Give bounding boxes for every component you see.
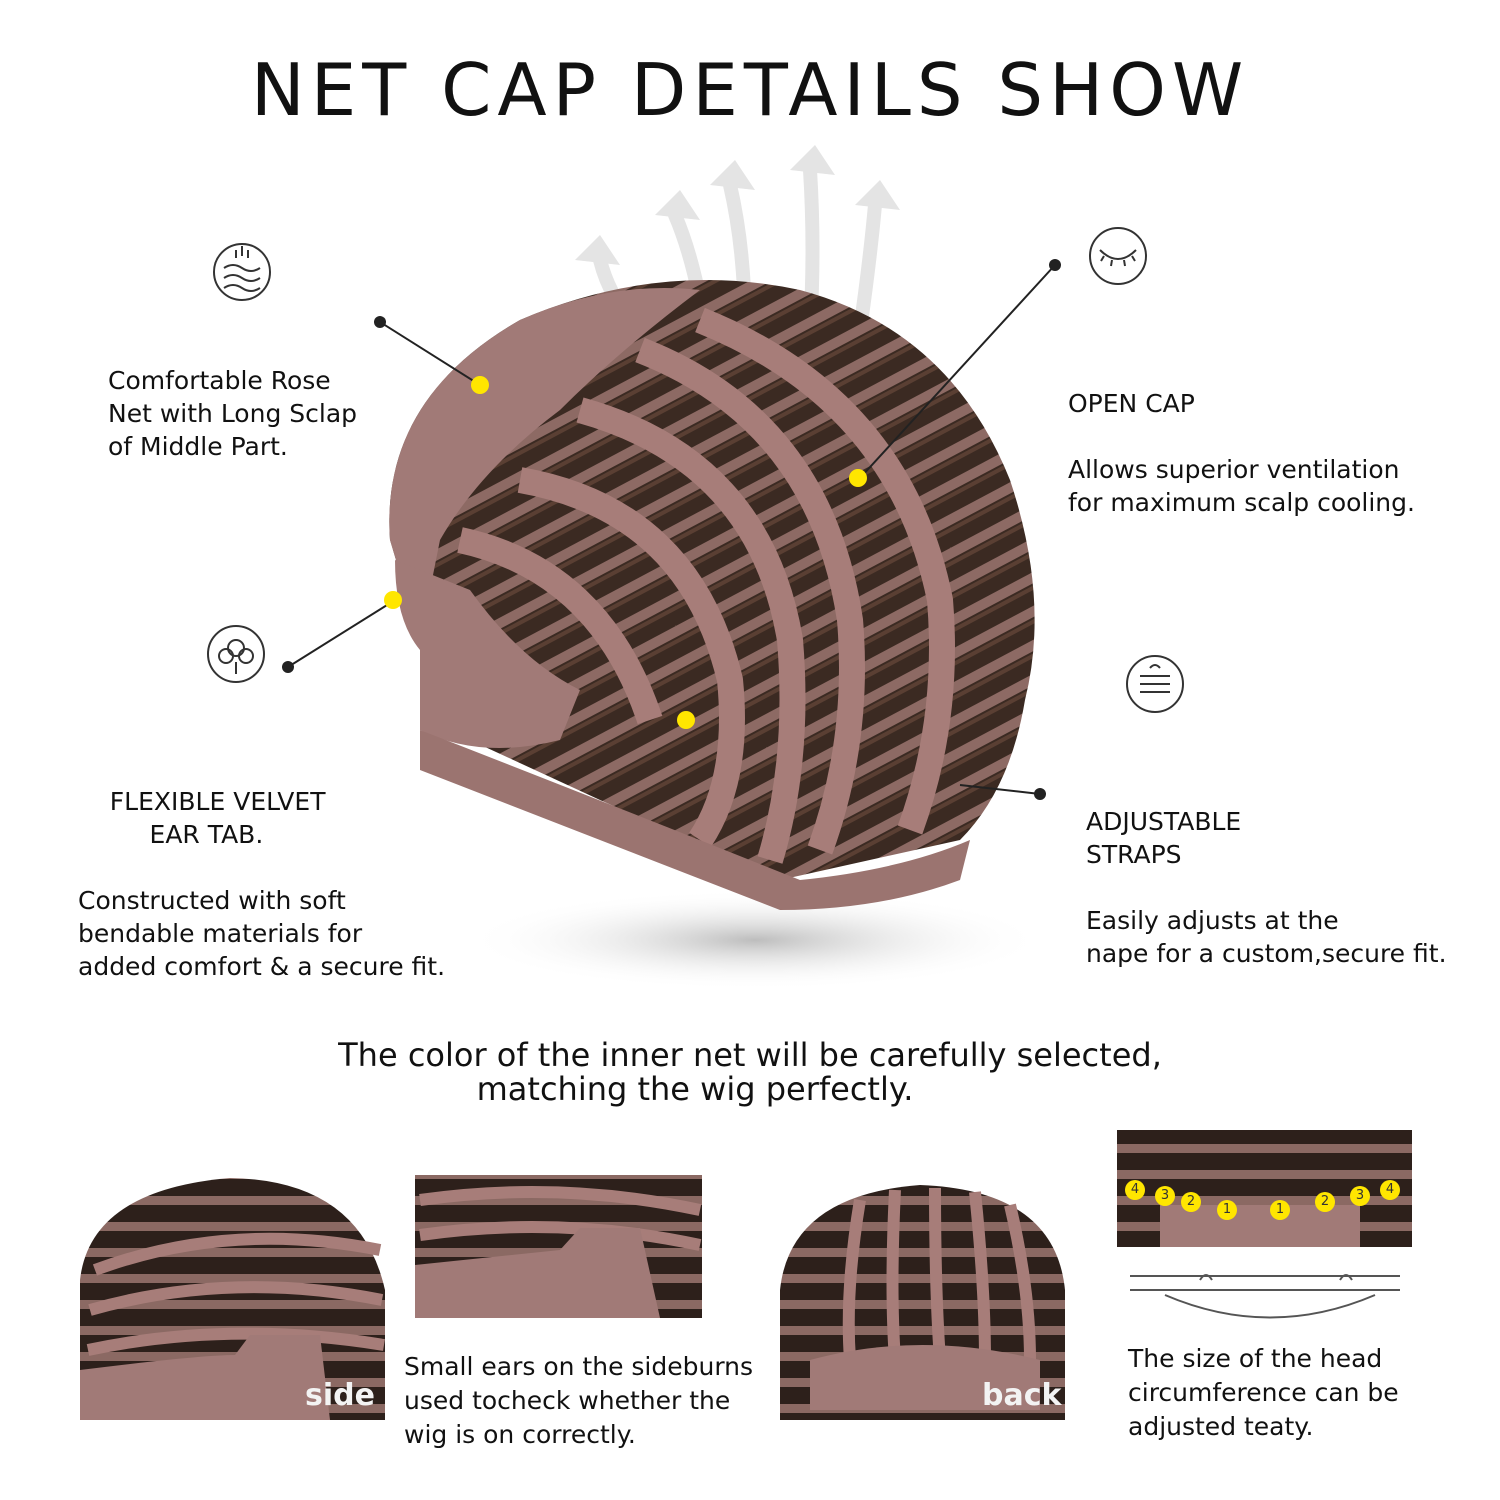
inner-net-note: The color of the inner net will be caref…	[250, 1038, 1250, 1106]
strap-number: 1	[1270, 1200, 1290, 1220]
marker-dot	[677, 711, 695, 729]
eye-mask-icon	[1089, 227, 1147, 285]
callout-straps-body: Easily adjusts at the nape for a custom,…	[1086, 906, 1447, 968]
marker-dot	[849, 469, 867, 487]
strap-diagram	[1130, 1274, 1400, 1319]
breathable-layers-icon	[1126, 655, 1184, 713]
callout-straps: ADJUSTABLE STRAPS Easily adjusts at the …	[1086, 772, 1447, 1003]
cotton-flower-icon	[207, 625, 265, 683]
inner-net-note-line1: The color of the inner net will be caref…	[338, 1036, 1162, 1074]
callout-rose-net: Comfortable Rose Net with Long Sclap of …	[108, 366, 358, 461]
inner-net-note-line2: matching the wig perfectly.	[476, 1070, 914, 1108]
callout-ear-tab-title: FLEXIBLE VELVET EAR TAB.	[109, 787, 326, 849]
strap-number: 4	[1125, 1180, 1145, 1200]
callout-ear-tab-body: Constructed with soft bendable materials…	[78, 886, 446, 981]
strap-number: 3	[1155, 1186, 1175, 1206]
back-label: back	[982, 1378, 1062, 1413]
marker-dot	[384, 591, 402, 609]
strap-number: 1	[1217, 1200, 1237, 1220]
thumbnail-side	[80, 1178, 385, 1420]
page-title: NET CAP DETAILS SHOW	[250, 48, 1250, 132]
thumbnail-back	[780, 1185, 1065, 1420]
callout-open-cap-title: OPEN CAP	[1068, 389, 1195, 418]
callout-straps-title: ADJUSTABLE STRAPS	[1086, 807, 1242, 869]
nape-band	[420, 730, 970, 910]
caption-head-size: The size of the head circumference can b…	[1128, 1344, 1399, 1441]
callout-ear-tab: FLEXIBLE VELVET EAR TAB. Constructed wit…	[78, 752, 445, 1016]
side-label: side	[305, 1378, 375, 1413]
wig-cap	[389, 280, 1035, 910]
strap-number: 3	[1350, 1186, 1370, 1206]
thumbnail-ear-tab	[415, 1175, 702, 1318]
strap-number-row: 4 3 2 1 1 2 3 4	[1125, 1180, 1405, 1220]
marker-dot	[471, 376, 489, 394]
ear-tab	[395, 560, 580, 748]
strap-number: 4	[1380, 1180, 1400, 1200]
callout-open-cap: OPEN CAP Allows superior ventilation for…	[1068, 354, 1415, 552]
callout-open-cap-body: Allows superior ventilation for maximum …	[1068, 455, 1415, 517]
strap-number: 2	[1315, 1192, 1335, 1212]
wave-fabric-icon	[213, 243, 271, 301]
caption-small-ears: Small ears on the sideburns used tocheck…	[404, 1352, 754, 1449]
strap-number: 2	[1181, 1192, 1201, 1212]
cap-shadow	[465, 890, 1045, 990]
